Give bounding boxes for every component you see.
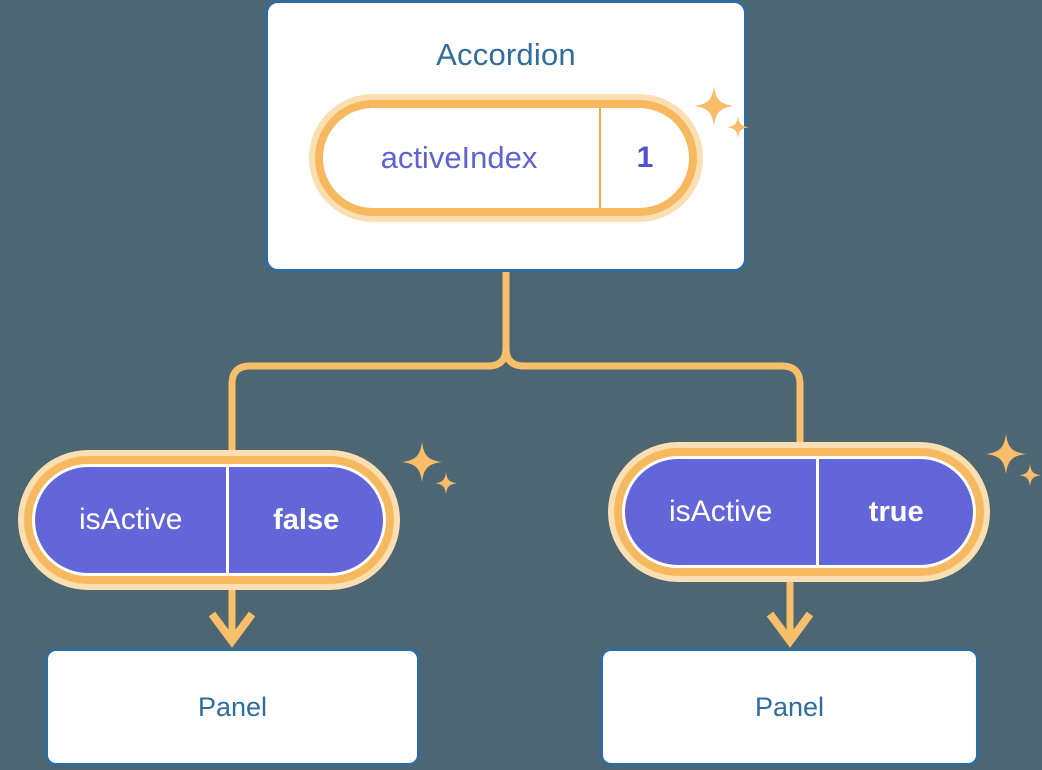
arrow-down-icon-left [208,611,256,648]
connector-split-to-right-pill [502,344,804,450]
state-pill-value: true [816,459,973,565]
pill-body: activeIndex 1 [323,108,689,208]
state-pill-key: isActive [669,495,773,528]
state-pill-value: 1 [599,108,689,208]
panel-component-card-left[interactable]: Panel [45,648,420,766]
panel-card-title: Panel [754,691,825,722]
state-pill-key: activeIndex [380,140,538,175]
arrow-down-icon-right [766,611,814,648]
panel-component-card-right[interactable]: Panel [600,648,979,766]
connector-split-to-left-pill [228,344,510,456]
pill-body: isActive false [32,464,386,576]
panel-card-title: Panel [197,691,268,722]
state-pill-isactive-left[interactable]: isActive false [18,450,400,590]
state-pill-isactive-right[interactable]: isActive true [608,442,990,582]
pill-body: isActive true [622,456,976,568]
accordion-card-title: Accordion [436,37,576,72]
state-pill-value: false [226,467,383,573]
state-pill-activeindex[interactable]: activeIndex 1 [309,94,703,222]
state-pill-key: isActive [79,503,183,536]
